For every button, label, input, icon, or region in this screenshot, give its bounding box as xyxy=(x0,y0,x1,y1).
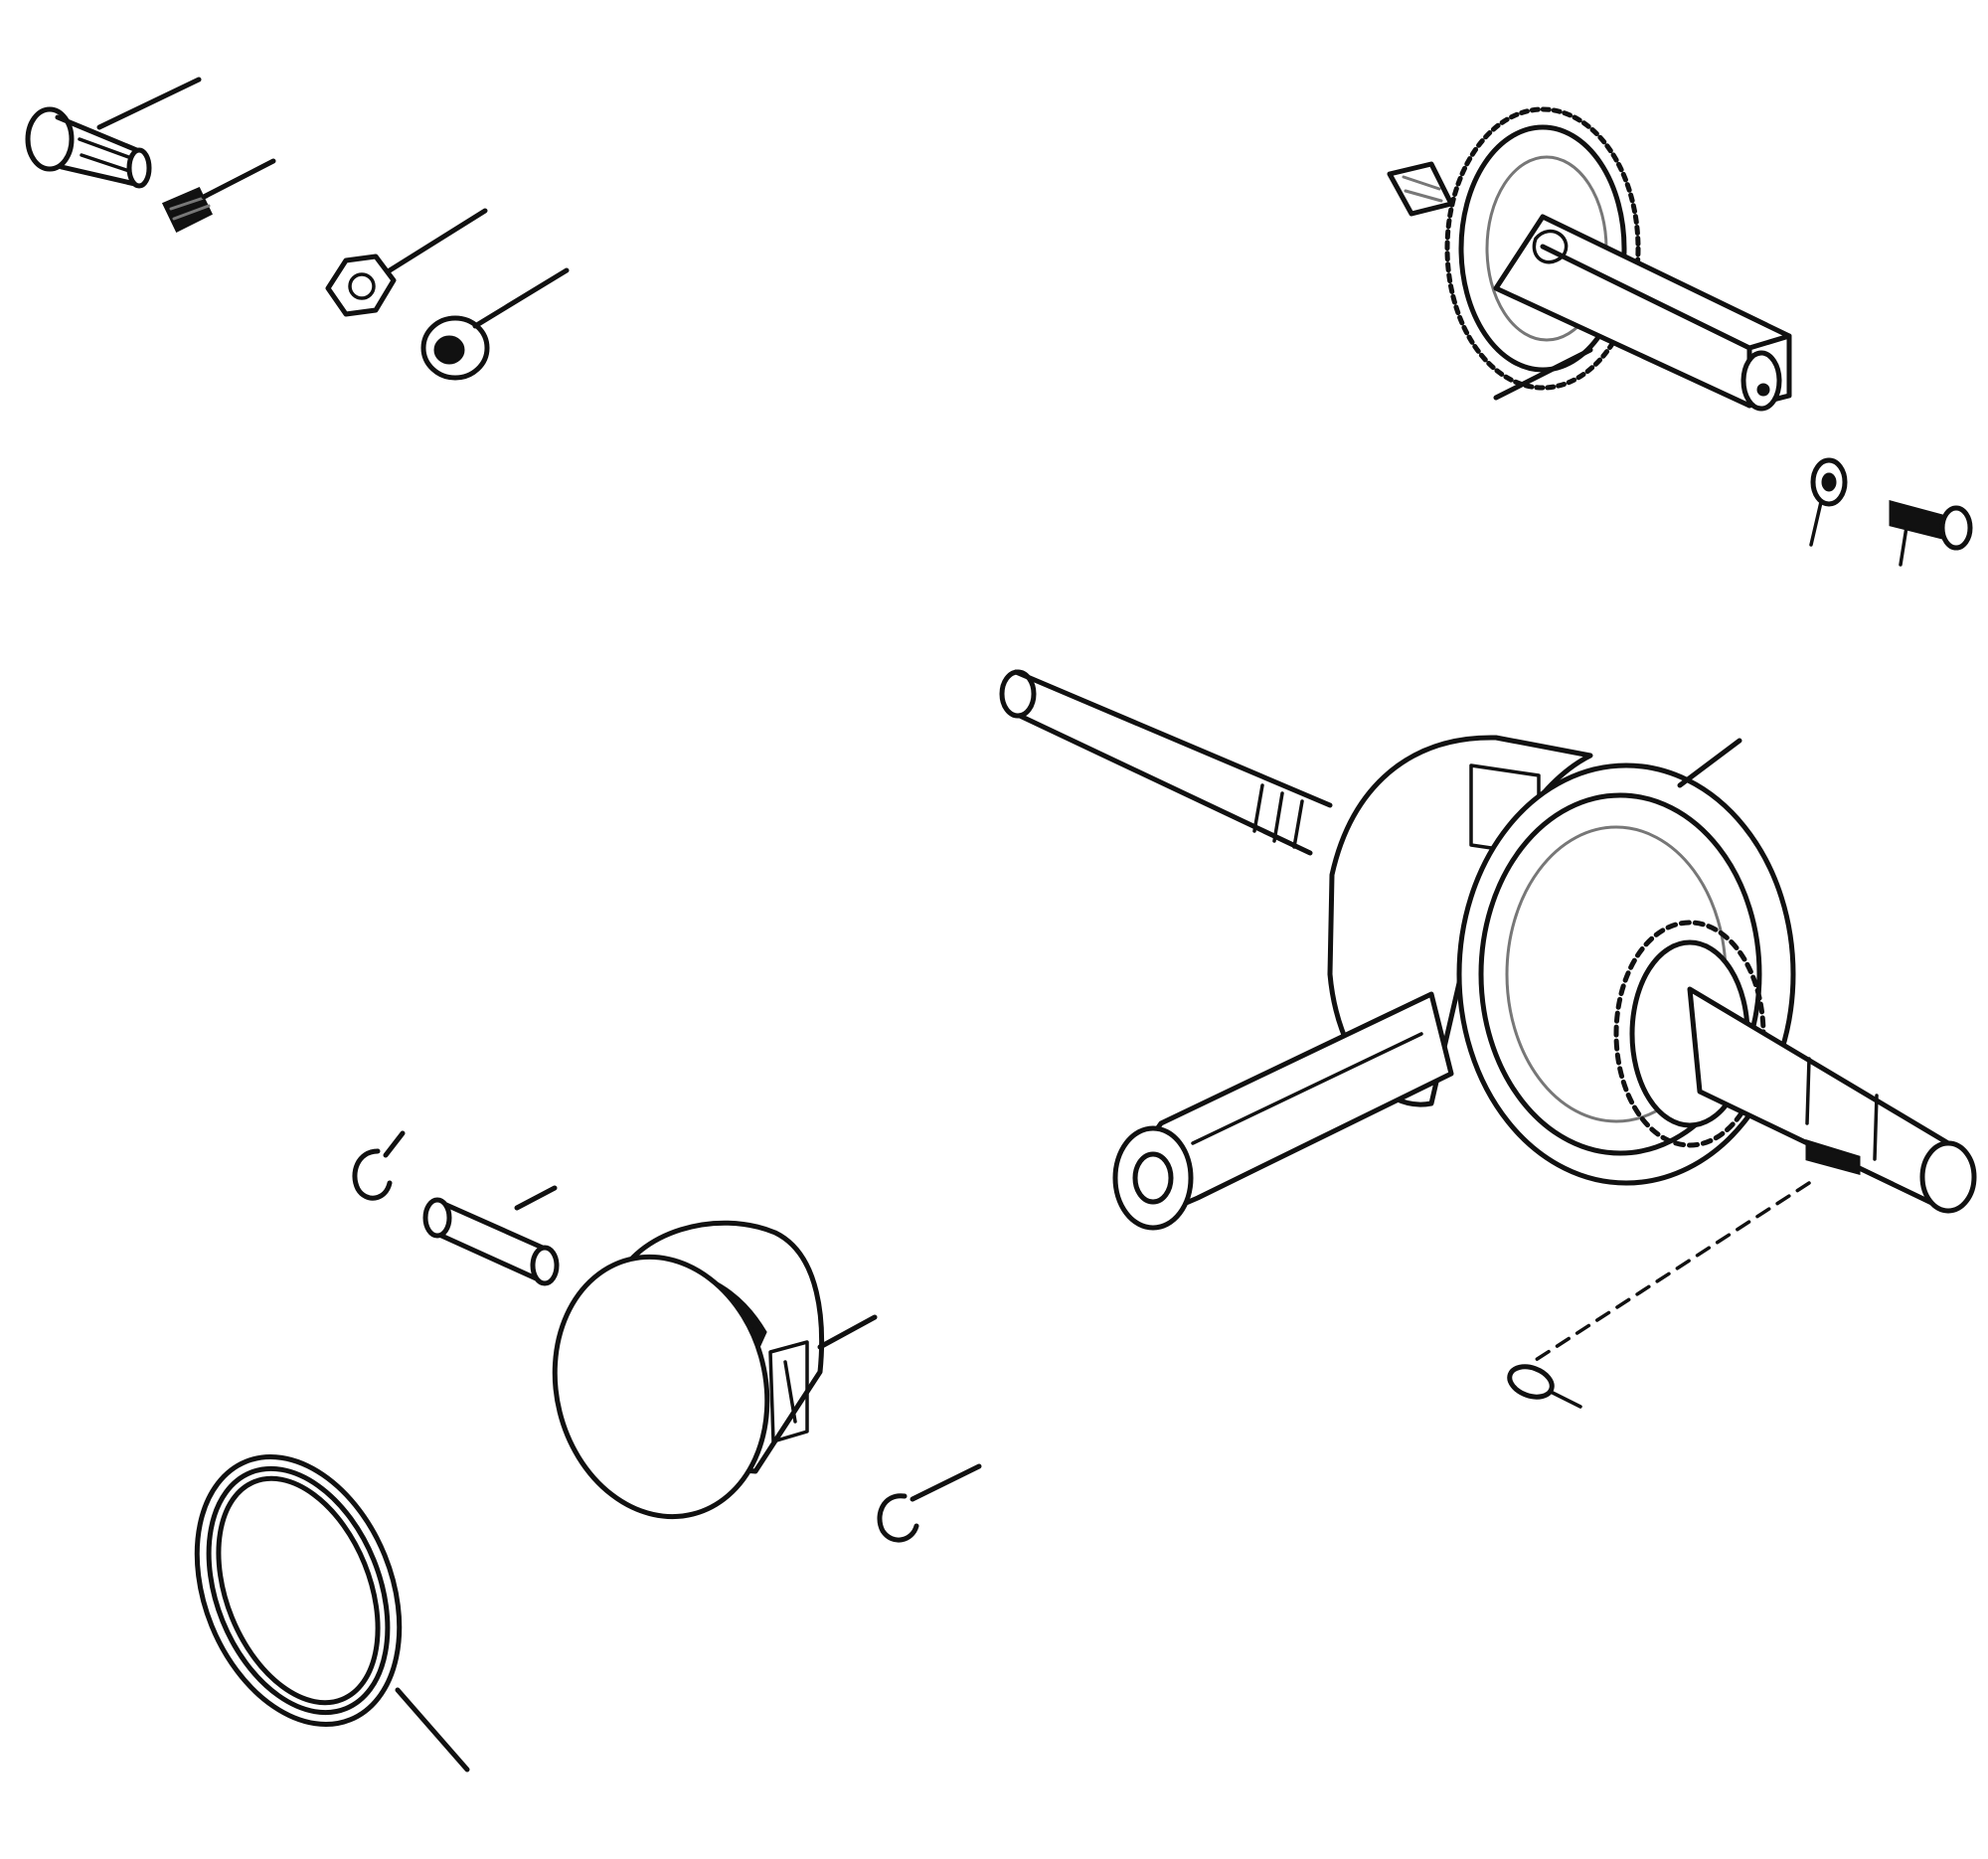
hollow-pin-icon xyxy=(25,77,202,189)
woodruff-key-icon xyxy=(1507,1181,1811,1409)
piston-pin-icon xyxy=(422,1185,560,1286)
small-washer-icon xyxy=(1809,457,1848,547)
washer-icon xyxy=(420,267,570,381)
balancer-shaft-gear-icon xyxy=(1387,106,1792,412)
crankshaft-icon xyxy=(999,669,1977,1231)
bolt-icon xyxy=(1889,500,1973,567)
piston-clip-left-icon xyxy=(352,1130,406,1201)
piston-icon xyxy=(552,1220,878,1520)
piston-ring-set-icon xyxy=(194,1454,470,1773)
small-spring-icon xyxy=(161,158,276,234)
piston-clip-right-icon xyxy=(877,1463,982,1543)
hex-nut-icon xyxy=(325,208,488,317)
